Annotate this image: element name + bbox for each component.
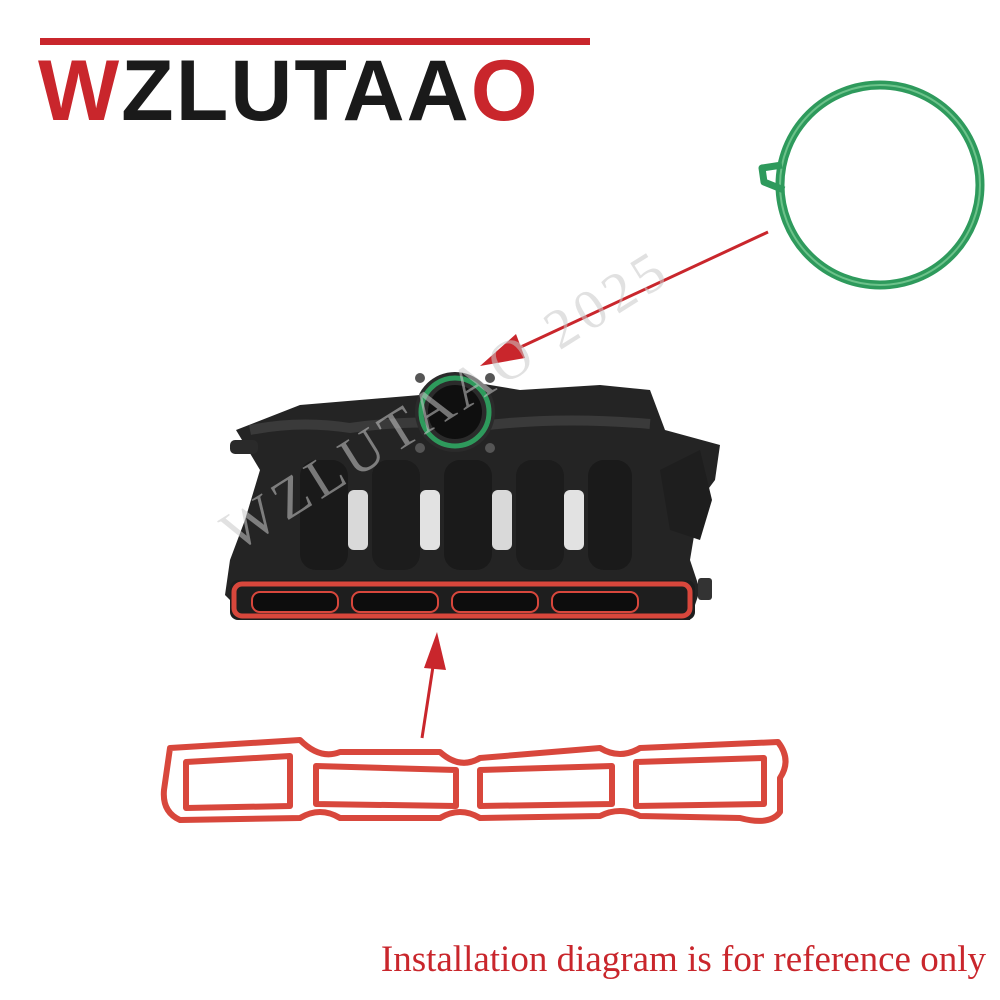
intake-manifold — [225, 372, 720, 620]
intake-manifold-gasket — [160, 737, 789, 824]
reference-caption: Installation diagram is for reference on… — [380, 939, 986, 980]
logo-accent-bar — [40, 38, 590, 45]
arrow-to-manifold-flange — [420, 632, 446, 739]
throttle-body-gasket — [758, 80, 985, 290]
logo-text: WZLUTAAO — [38, 43, 540, 139]
brand-logo: WZLUTAAO — [38, 38, 598, 138]
arrow-to-throttle-port — [480, 230, 769, 366]
